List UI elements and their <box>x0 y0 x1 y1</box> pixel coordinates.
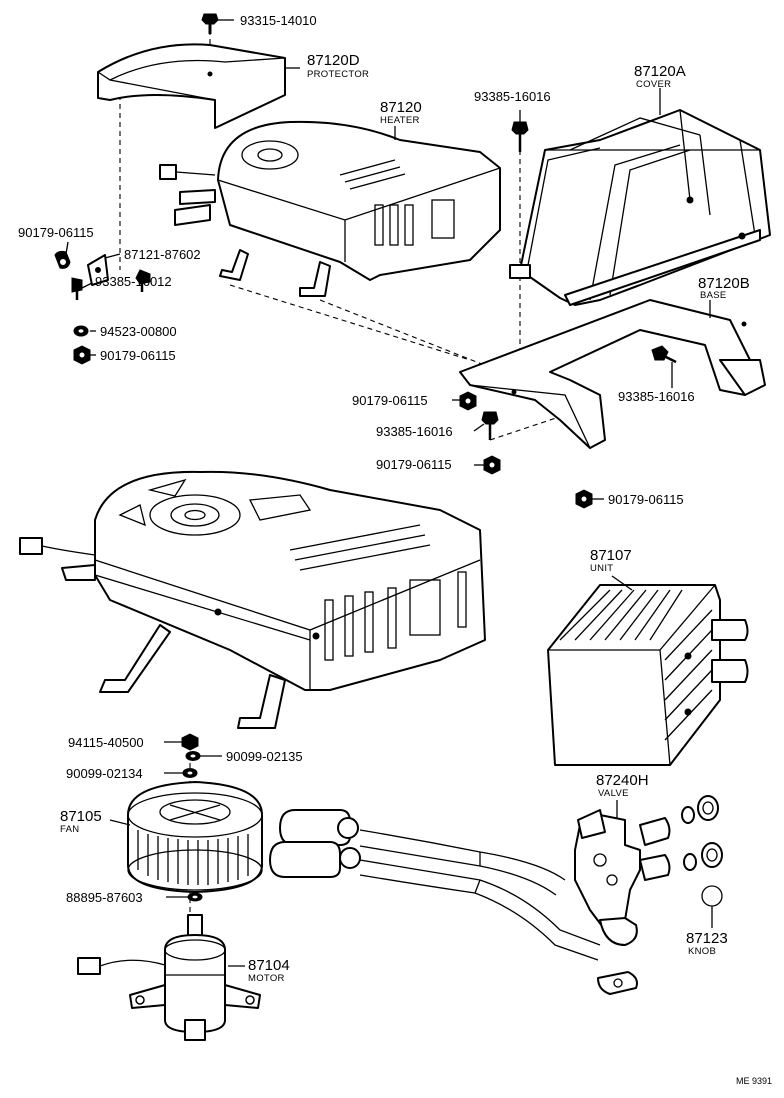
bolt-93385-16016-right[interactable] <box>651 345 677 364</box>
label-87123: 87123 <box>686 930 728 947</box>
nut-90179-06115-mid1[interactable] <box>459 391 477 411</box>
bolt-93315-14010[interactable] <box>201 13 219 34</box>
label-93385-16016-mid: 93385-16016 <box>376 424 453 439</box>
label-90179-06115-mid1: 90179-06115 <box>352 393 428 408</box>
leader-lines <box>65 19 713 967</box>
label-87107-name: UNIT <box>590 563 613 574</box>
label-87240H: 87240H <box>596 772 649 789</box>
washer-90099-02134[interactable] <box>182 768 198 778</box>
base-part[interactable] <box>459 299 766 449</box>
label-94115-40500: 94115-40500 <box>68 735 144 750</box>
label-87120A-name: COVER <box>636 79 671 90</box>
label-88895-87603: 88895-87603 <box>66 890 143 905</box>
fan-part[interactable] <box>127 781 263 893</box>
label-87120D-name: PROTECTOR <box>307 69 369 80</box>
label-87104-name: MOTOR <box>248 973 285 984</box>
nut-94115-40500[interactable] <box>181 733 199 751</box>
nut-90179-06115-left2[interactable] <box>73 345 91 365</box>
label-87120-name: HEATER <box>380 115 420 126</box>
label-87120B: 87120B <box>698 275 750 292</box>
unit-part[interactable] <box>547 584 749 766</box>
label-90179-06115-left2: 90179-06115 <box>100 348 176 363</box>
label-87104: 87104 <box>248 957 290 974</box>
label-87123-name: KNOB <box>688 946 716 957</box>
washer-88895-87603[interactable] <box>187 892 203 902</box>
bolt-93385-16016-top[interactable] <box>511 121 529 152</box>
label-87120B-name: BASE <box>700 290 727 301</box>
heater-part-top[interactable] <box>159 120 501 297</box>
label-93385-16012: 93385-16012 <box>95 274 172 289</box>
label-90179-06115-left: 90179-06115 <box>18 225 94 240</box>
label-87120A: 87120A <box>634 63 686 80</box>
label-87120D: 87120D <box>307 52 360 69</box>
bolt-small-left[interactable] <box>71 277 83 300</box>
label-87107: 87107 <box>590 547 632 564</box>
label-87121-87602: 87121-87602 <box>124 247 201 262</box>
bolt-93385-16012[interactable] <box>135 269 151 292</box>
label-90099-02135: 90099-02135 <box>226 749 303 764</box>
label-93385-16016-top: 93385-16016 <box>474 89 551 104</box>
label-90099-02134: 90099-02134 <box>66 766 143 781</box>
label-87105-name: FAN <box>60 824 79 835</box>
label-93385-16016-right: 93385-16016 <box>618 389 695 404</box>
label-87120: 87120 <box>380 99 422 116</box>
knob-part[interactable] <box>701 885 723 907</box>
fan-blades <box>137 830 249 885</box>
bolt-93385-16016-mid[interactable] <box>481 411 499 440</box>
bracket-87121-87602[interactable] <box>87 254 109 286</box>
protector-part[interactable] <box>97 43 286 129</box>
motor-part[interactable] <box>77 914 261 1041</box>
diagram-code: ME 9391 <box>736 1076 772 1086</box>
label-94523-00800: 94523-00800 <box>100 324 177 339</box>
nut-90179-06115-mid2[interactable] <box>483 455 501 475</box>
nut-90179-06115-right[interactable] <box>575 489 593 509</box>
labels: 93315-14010 87120D PROTECTOR 87120 HEATE… <box>18 13 772 1086</box>
washer-90099-02135[interactable] <box>185 751 201 761</box>
label-90179-06115-right: 90179-06115 <box>608 492 684 507</box>
valve-part[interactable] <box>574 795 723 995</box>
nut-90179-06115-left[interactable] <box>54 250 71 269</box>
label-87105: 87105 <box>60 808 102 825</box>
label-93315-14010: 93315-14010 <box>240 13 317 28</box>
cover-part[interactable] <box>509 109 771 306</box>
label-90179-06115-mid2: 90179-06115 <box>376 457 452 472</box>
heater-part-main[interactable] <box>19 470 486 729</box>
washer-94523-00800[interactable] <box>73 325 89 337</box>
label-87240H-name: VALVE <box>598 788 629 799</box>
hose-pipes[interactable] <box>269 809 601 961</box>
